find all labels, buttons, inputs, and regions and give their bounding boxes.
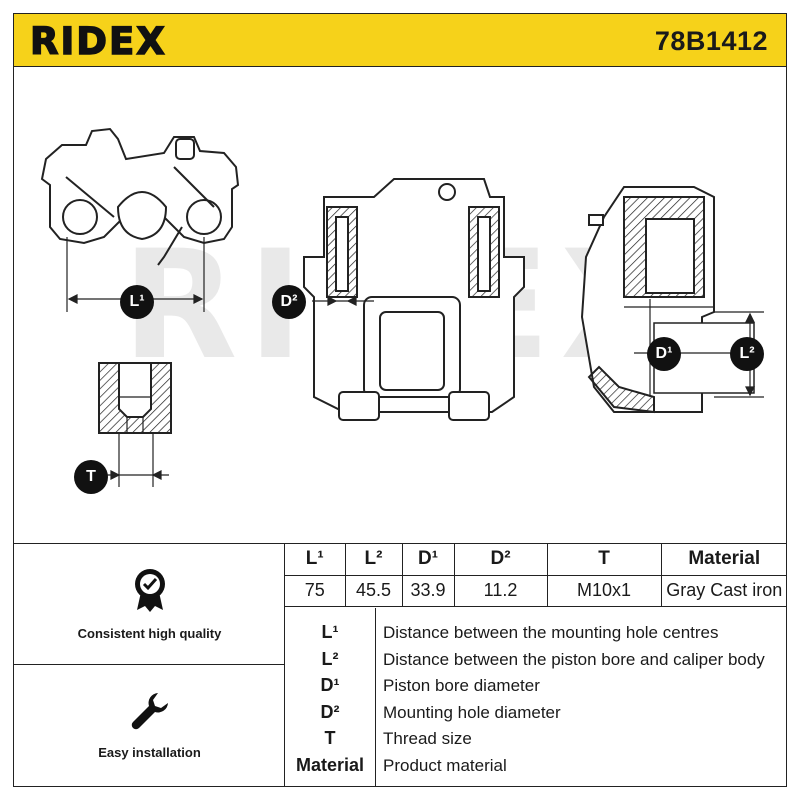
- spec-value-material: Gray Cast iron: [661, 575, 787, 607]
- spec-header-row: L¹ L² D¹ D² T Material: [285, 544, 787, 576]
- legend-text: Mounting hole diameter: [383, 702, 561, 722]
- spec-section: Consistent high quality Easy installatio…: [13, 543, 787, 787]
- legend-row: L² Distance between the piston bore and …: [285, 646, 787, 673]
- legend-key: L¹: [321, 622, 339, 642]
- d2-dimension: [312, 296, 374, 306]
- caliper-side-view: [303, 178, 525, 421]
- spec-legend: L¹ Distance between the mounting hole ce…: [285, 608, 787, 786]
- spec-header-l2: L²: [345, 544, 403, 576]
- legend-text: Distance between the mounting hole centr…: [383, 622, 719, 642]
- l2-callout: L²: [730, 337, 764, 371]
- legend-divider: [375, 608, 376, 786]
- legend-key: T: [324, 728, 336, 748]
- spec-table: L¹ L² D¹ D² T Material 75 45.5 33.9 11.2…: [285, 544, 787, 607]
- features-panel: Consistent high quality Easy installatio…: [14, 544, 285, 786]
- technical-drawing: RIDEX: [13, 67, 787, 543]
- caliper-drawings: RIDEX: [40, 127, 764, 487]
- spec-header-l1: L¹: [285, 544, 346, 576]
- spec-header-d1: D¹: [402, 544, 455, 576]
- caliper-front-view: [40, 127, 240, 266]
- legend-key: D²: [320, 702, 340, 722]
- legend-row: D¹ Piston bore diameter: [285, 672, 787, 699]
- brand-logo-text: RIDEX: [30, 23, 167, 59]
- d1-callout: D¹: [647, 337, 681, 371]
- d2-callout: D²: [272, 285, 306, 319]
- legend-row: D² Mounting hole diameter: [285, 699, 787, 726]
- spec-header-material: Material: [661, 544, 787, 576]
- spec-value-l1: 75: [285, 575, 346, 607]
- t-callout: T: [74, 460, 108, 494]
- feature-quality: Consistent high quality: [14, 544, 285, 665]
- spec-value-row: 75 45.5 33.9 11.2 M10x1 Gray Cast iron: [285, 575, 787, 607]
- feature-quality-label: Consistent high quality: [77, 625, 222, 641]
- legend-row: T Thread size: [285, 725, 787, 752]
- wrench-icon: [131, 693, 168, 730]
- spec-value-d2: 11.2: [454, 575, 548, 607]
- legend-key: L²: [321, 649, 339, 669]
- part-number: 78B1412: [654, 26, 768, 56]
- header-bar: RIDEX 78B1412: [13, 13, 787, 67]
- caliper-section-view: [580, 186, 755, 414]
- l1-callout: L¹: [120, 285, 154, 319]
- brand-logo: RIDEX: [29, 19, 205, 64]
- legend-key: D¹: [320, 675, 340, 695]
- spec-header-d2: D²: [454, 544, 548, 576]
- spec-value-d1: 33.9: [402, 575, 455, 607]
- legend-text: Distance between the piston bore and cal…: [383, 649, 765, 669]
- legend-text: Product material: [383, 755, 507, 775]
- legend-text: Piston bore diameter: [383, 675, 540, 695]
- feature-installation: Easy installation: [14, 665, 285, 786]
- spec-value-l2: 45.5: [345, 575, 403, 607]
- feature-installation-label: Easy installation: [98, 745, 201, 760]
- legend-key: Material: [295, 755, 365, 775]
- spec-header-t: T: [547, 544, 662, 576]
- legend-row: Material Product material: [285, 752, 787, 779]
- spec-value-t: M10x1: [547, 575, 662, 607]
- t-dimension: [104, 433, 169, 487]
- thread-detail-view: [98, 362, 172, 434]
- quality-badge-icon: [134, 568, 165, 612]
- legend-text: Thread size: [383, 728, 472, 748]
- legend-row: L¹ Distance between the mounting hole ce…: [285, 619, 787, 646]
